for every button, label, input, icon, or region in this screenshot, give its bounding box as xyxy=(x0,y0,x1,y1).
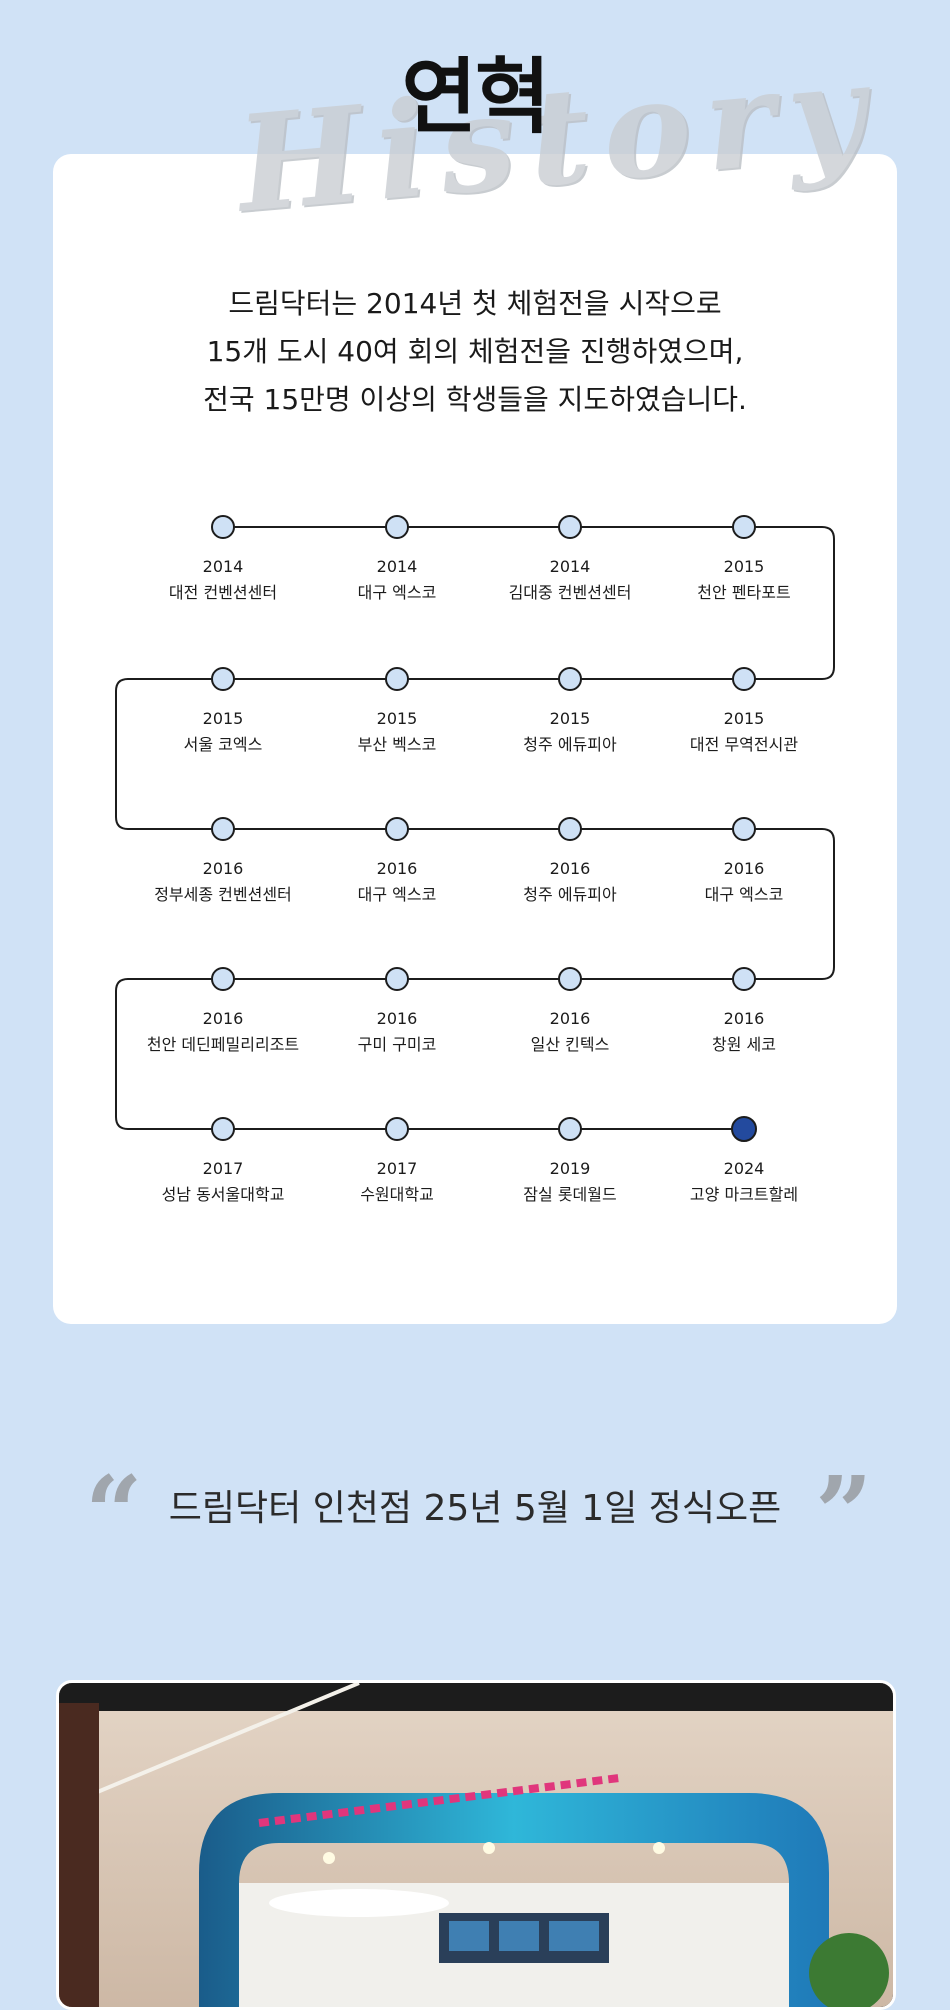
timeline-place: 청주 에듀피아 xyxy=(523,735,617,754)
timeline-year: 2019 xyxy=(549,1159,591,1178)
timeline-place: 천안 데딘페밀리리조트 xyxy=(146,1035,300,1054)
timeline-node xyxy=(211,817,235,841)
timeline-year: 2017 xyxy=(376,1159,418,1178)
timeline-year: 2015 xyxy=(549,709,591,728)
timeline-entry: 2014 대전 컨벤션센터 xyxy=(123,554,323,606)
timeline-place: 대구 엑스코 xyxy=(357,583,437,602)
timeline-entry: 2015 대전 무역전시관 xyxy=(644,706,844,758)
timeline-year: 2014 xyxy=(549,557,591,576)
timeline-node xyxy=(732,667,756,691)
store-photo xyxy=(56,1680,896,2010)
timeline-node xyxy=(385,817,409,841)
timeline-year: 2016 xyxy=(723,859,765,878)
timeline-node xyxy=(385,515,409,539)
timeline-entry: 2019 잠실 롯데월드 xyxy=(470,1156,670,1208)
timeline-entry: 2016 일산 킨텍스 xyxy=(470,1006,670,1058)
timeline-place: 대구 엑스코 xyxy=(357,885,437,904)
timeline-place: 대전 무역전시관 xyxy=(689,735,799,754)
timeline-place: 서울 코엑스 xyxy=(183,735,263,754)
timeline-place: 수원대학교 xyxy=(360,1185,434,1204)
timeline-node xyxy=(385,1117,409,1141)
timeline-year: 2016 xyxy=(549,1009,591,1028)
timeline-entry: 2016 대구 엑스코 xyxy=(644,856,844,908)
timeline-place: 일산 킨텍스 xyxy=(530,1035,610,1054)
timeline-year: 2016 xyxy=(376,1009,418,1028)
timeline-entry: 2015 천안 펜타포트 xyxy=(644,554,844,606)
open-quote-icon: “ xyxy=(85,1454,143,1572)
timeline-node xyxy=(558,1117,582,1141)
timeline-place: 성남 동서울대학교 xyxy=(161,1185,285,1204)
timeline-entry: 2016 대구 엑스코 xyxy=(297,856,497,908)
timeline-place: 구미 구미코 xyxy=(357,1035,437,1054)
timeline-entry: 2017 성남 동서울대학교 xyxy=(123,1156,323,1208)
timeline-entry: 2016 천안 데딘페밀리리조트 xyxy=(123,1006,323,1058)
timeline-year: 2016 xyxy=(723,1009,765,1028)
store-photo-illustration xyxy=(59,1683,893,2007)
timeline-node xyxy=(558,667,582,691)
timeline-node xyxy=(211,667,235,691)
timeline-year: 2015 xyxy=(376,709,418,728)
timeline-node xyxy=(558,967,582,991)
timeline-node xyxy=(732,817,756,841)
page-title: 연혁 xyxy=(401,50,551,145)
timeline-entry: 2015 부산 벡스코 xyxy=(297,706,497,758)
intro-line: 전국 15만명 이상의 학생들을 지도하였습니다. xyxy=(203,383,747,416)
announcement-text: 드림닥터 인천점 25년 5월 1일 정식오픈 xyxy=(168,1488,782,1529)
close-quote-icon: ” xyxy=(815,1454,873,1572)
timeline-entry: 2016 구미 구미코 xyxy=(297,1006,497,1058)
intro-line: 15개 도시 40여 회의 체험전을 진행하였으며, xyxy=(206,335,744,368)
timeline-place: 청주 에듀피아 xyxy=(523,885,617,904)
timeline-node xyxy=(211,515,235,539)
timeline-path xyxy=(115,526,835,1130)
timeline-year: 2015 xyxy=(723,557,765,576)
intro-text: 드림닥터는 2014년 첫 체험전을 시작으로 15개 도시 40여 회의 체험… xyxy=(53,280,897,424)
history-timeline: 2014 대전 컨벤션센터 2014 대구 엑스코 2014 김대중 컨벤션센터 2015 천… xyxy=(53,154,897,1324)
timeline-entry: 2016 창원 세코 xyxy=(644,1006,844,1058)
timeline-entry: 2016 정부세종 컨벤션센터 xyxy=(123,856,323,908)
timeline-node xyxy=(211,967,235,991)
timeline-track xyxy=(115,526,835,1130)
timeline-place: 김대중 컨벤션센터 xyxy=(508,583,632,602)
intro-line: 드림닥터는 2014년 첫 체험전을 시작으로 xyxy=(228,287,722,320)
timeline-entry: 2015 청주 에듀피아 xyxy=(470,706,670,758)
timeline-entry: 2014 대구 엑스코 xyxy=(297,554,497,606)
timeline-year: 2016 xyxy=(376,859,418,878)
timeline-year: 2014 xyxy=(376,557,418,576)
timeline-place: 정부세종 컨벤션센터 xyxy=(154,885,292,904)
timeline-year: 2015 xyxy=(723,709,765,728)
timeline-node-current xyxy=(731,1116,757,1142)
timeline-place: 대구 엑스코 xyxy=(704,885,784,904)
timeline-entry: 2015 서울 코엑스 xyxy=(123,706,323,758)
timeline-node xyxy=(732,967,756,991)
timeline-place: 창원 세코 xyxy=(712,1035,776,1054)
timeline-entry: 2014 김대중 컨벤션센터 xyxy=(470,554,670,606)
timeline-entry: 2024 고양 마크트할레 xyxy=(644,1156,844,1208)
timeline-year: 2015 xyxy=(202,709,244,728)
timeline-place: 잠실 롯데월드 xyxy=(523,1185,617,1204)
timeline-place: 부산 벡스코 xyxy=(357,735,437,754)
timeline-place: 고양 마크트할레 xyxy=(689,1185,799,1204)
timeline-place: 대전 컨벤션센터 xyxy=(168,583,278,602)
timeline-node xyxy=(558,515,582,539)
timeline-entry: 2017 수원대학교 xyxy=(297,1156,497,1208)
history-card: 드림닥터는 2014년 첫 체험전을 시작으로 15개 도시 40여 회의 체험… xyxy=(53,154,897,1324)
timeline-entry: 2016 청주 에듀피아 xyxy=(470,856,670,908)
timeline-place: 천안 펜타포트 xyxy=(697,583,791,602)
timeline-node xyxy=(385,967,409,991)
timeline-node xyxy=(385,667,409,691)
timeline-year: 2014 xyxy=(202,557,244,576)
timeline-year: 2016 xyxy=(202,859,244,878)
timeline-year: 2016 xyxy=(202,1009,244,1028)
timeline-year: 2017 xyxy=(202,1159,244,1178)
announcement-banner: “ 드림닥터 인천점 25년 5월 1일 정식오픈 ” xyxy=(0,1463,950,1563)
timeline-year: 2024 xyxy=(723,1159,765,1178)
timeline-node xyxy=(558,817,582,841)
timeline-node xyxy=(732,515,756,539)
timeline-node xyxy=(211,1117,235,1141)
timeline-year: 2016 xyxy=(549,859,591,878)
